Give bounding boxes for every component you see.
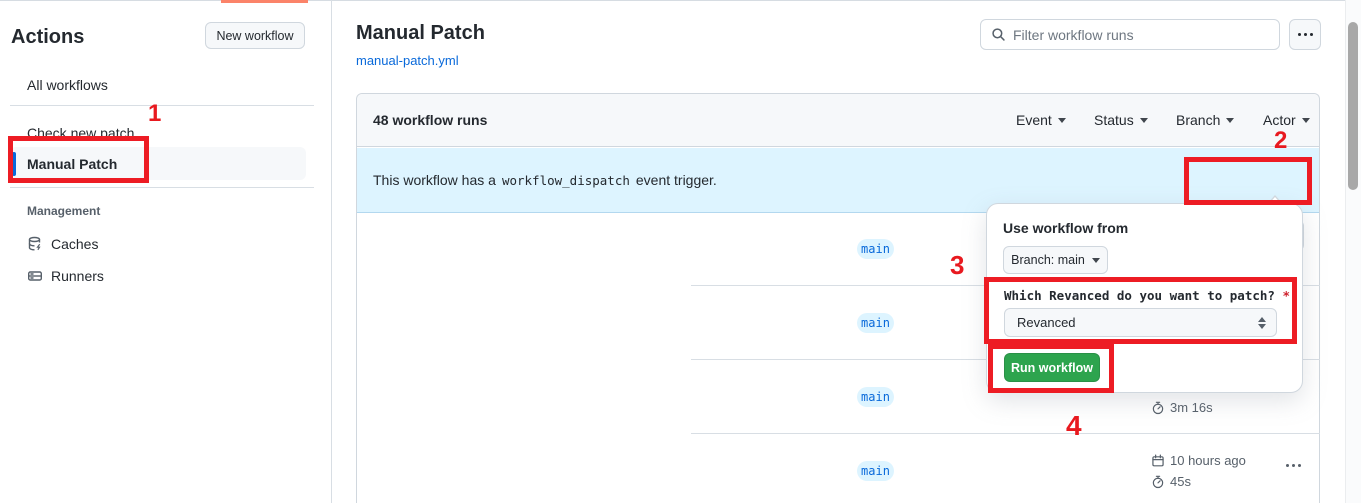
sidebar-item-check-new-patch[interactable]: Check new patch <box>27 125 135 141</box>
filter-branch-label: Branch <box>1176 112 1221 128</box>
workflow-input-label-text: Which Revanced do you want to patch? <box>1004 288 1275 303</box>
runners-rack-icon <box>27 268 43 284</box>
run-duration-label: 3m 16s <box>1170 400 1213 415</box>
branch-badge[interactable]: main <box>857 239 894 259</box>
chevron-down-icon <box>1301 117 1310 123</box>
filter-event[interactable]: Event <box>1016 112 1066 128</box>
cache-database-icon <box>27 236 43 252</box>
branch-select-button[interactable]: Branch: main <box>1003 246 1108 274</box>
revanced-select-value: Revanced <box>1017 315 1076 330</box>
required-asterisk: * <box>1282 288 1290 303</box>
run-duration: 45s <box>1151 474 1191 489</box>
stopwatch-icon <box>1151 401 1165 415</box>
search-icon <box>991 27 1006 42</box>
revanced-select[interactable]: Revanced <box>1004 308 1277 337</box>
sidebar-item-manual-patch-label: Manual Patch <box>27 156 118 172</box>
up-down-chevron-icon <box>1258 316 1266 329</box>
page-title: Manual Patch <box>356 22 485 44</box>
banner-text-after: event trigger. <box>635 172 717 188</box>
banner-event-code: workflow_dispatch <box>501 173 630 188</box>
filter-workflow-runs-input[interactable] <box>1013 26 1269 43</box>
sidebar-title: Actions <box>11 26 85 48</box>
workflow-runs-card: 48 workflow runs Event Status Branch Act… <box>356 93 1320 503</box>
stopwatch-icon <box>1151 475 1165 489</box>
runs-list-header: 48 workflow runs Event Status Branch Act… <box>357 94 1319 147</box>
page-top-border <box>0 0 1361 1</box>
management-section-label: Management <box>27 204 101 218</box>
filter-workflow-runs-box <box>980 19 1280 50</box>
sidebar-item-all-workflows[interactable]: All workflows <box>27 77 108 93</box>
run-workflow-submit-button[interactable]: Run workflow <box>1004 353 1100 382</box>
popup-heading: Use workflow from <box>1003 220 1129 236</box>
chevron-down-icon <box>1226 117 1235 123</box>
branch-badge[interactable]: main <box>857 387 894 407</box>
chevron-down-icon <box>1139 117 1148 123</box>
branch-badge[interactable]: main <box>857 461 894 481</box>
new-workflow-button[interactable]: New workflow <box>205 22 305 49</box>
filter-status-label: Status <box>1094 112 1134 128</box>
kebab-icon <box>1286 464 1301 467</box>
sidebar-item-caches-label: Caches <box>51 236 99 252</box>
run-duration-label: 45s <box>1170 474 1191 489</box>
workflow-input-label: Which Revanced do you want to patch? * <box>1004 288 1290 303</box>
branch-select-label: Branch: main <box>1011 253 1085 267</box>
filter-actor-label: Actor <box>1263 112 1296 128</box>
filter-event-label: Event <box>1016 112 1052 128</box>
row-divider <box>691 433 1320 434</box>
banner-text-before: This workflow has a <box>373 172 496 188</box>
workflow-file-link[interactable]: manual-patch.yml <box>356 53 459 68</box>
run-date-label: 10 hours ago <box>1170 453 1246 468</box>
selected-accent-bar <box>12 152 16 176</box>
workflow-dispatch-banner: This workflow has a workflow_dispatch ev… <box>357 148 1319 251</box>
run-options-button[interactable] <box>1282 460 1305 471</box>
sidebar-divider <box>10 105 314 106</box>
branch-badge[interactable]: main <box>857 313 894 333</box>
scrollbar-thumb[interactable] <box>1348 22 1358 190</box>
chevron-down-icon <box>1091 257 1100 263</box>
calendar-icon <box>1151 454 1165 468</box>
filter-branch[interactable]: Branch <box>1176 112 1235 128</box>
run-workflow-popup: Use workflow from Branch: main Which Rev… <box>986 195 1303 393</box>
sidebar-divider <box>10 187 314 188</box>
sidebar-main-divider <box>331 0 332 503</box>
kebab-icon <box>1297 33 1313 36</box>
filter-actor[interactable]: Actor <box>1263 112 1310 128</box>
filter-status[interactable]: Status <box>1094 112 1148 128</box>
banner-text: This workflow has a workflow_dispatch ev… <box>373 172 717 188</box>
top-orange-marker <box>221 0 308 3</box>
sidebar-item-runners[interactable]: Runners <box>27 268 104 284</box>
sidebar-item-manual-patch[interactable] <box>10 147 306 180</box>
sidebar-item-caches[interactable]: Caches <box>27 236 98 252</box>
run-date: 10 hours ago <box>1151 453 1246 468</box>
chevron-down-icon <box>1057 117 1066 123</box>
sidebar-item-runners-label: Runners <box>51 268 104 284</box>
runs-count: 48 workflow runs <box>373 112 488 128</box>
workflow-options-button[interactable] <box>1289 19 1321 50</box>
run-duration: 3m 16s <box>1151 400 1213 415</box>
